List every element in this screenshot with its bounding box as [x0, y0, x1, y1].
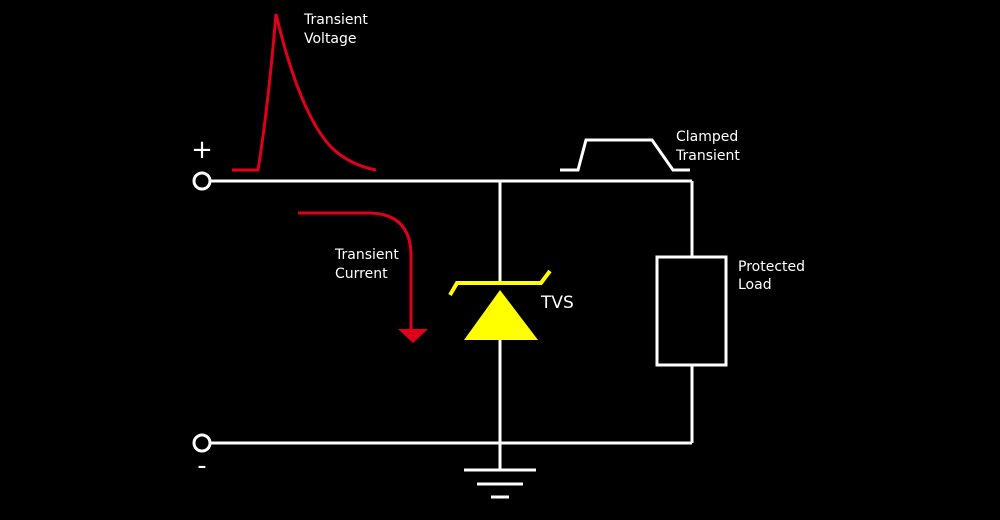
minus-sign: -	[197, 451, 206, 481]
clamped-transient-label-line2: Transient	[675, 148, 740, 164]
transient-current-label-line1: Transient	[334, 247, 399, 263]
transient-current-arrowhead	[398, 329, 428, 343]
ground-icon	[464, 468, 536, 499]
clamped-transient-label-line1: Clamped	[676, 129, 738, 145]
plus-sign: +	[191, 135, 213, 165]
protected-load-box	[655, 255, 728, 367]
tvs-diode-icon	[448, 269, 552, 340]
transient-current-arrow-path	[298, 211, 413, 330]
transient-voltage-label-line1: Transient	[303, 12, 368, 28]
negative-terminal	[192, 433, 212, 453]
protected-load-label-line2: Load	[738, 277, 772, 293]
clamped-transient-waveform	[560, 138, 690, 172]
transient-voltage-waveform	[232, 13, 377, 172]
transient-voltage-label-line2: Voltage	[304, 31, 357, 47]
positive-terminal	[192, 171, 212, 191]
tvs-label: TVS	[540, 293, 574, 313]
protected-load-label-line1: Protected	[738, 259, 805, 275]
transient-current-label-line2: Current	[335, 266, 388, 282]
